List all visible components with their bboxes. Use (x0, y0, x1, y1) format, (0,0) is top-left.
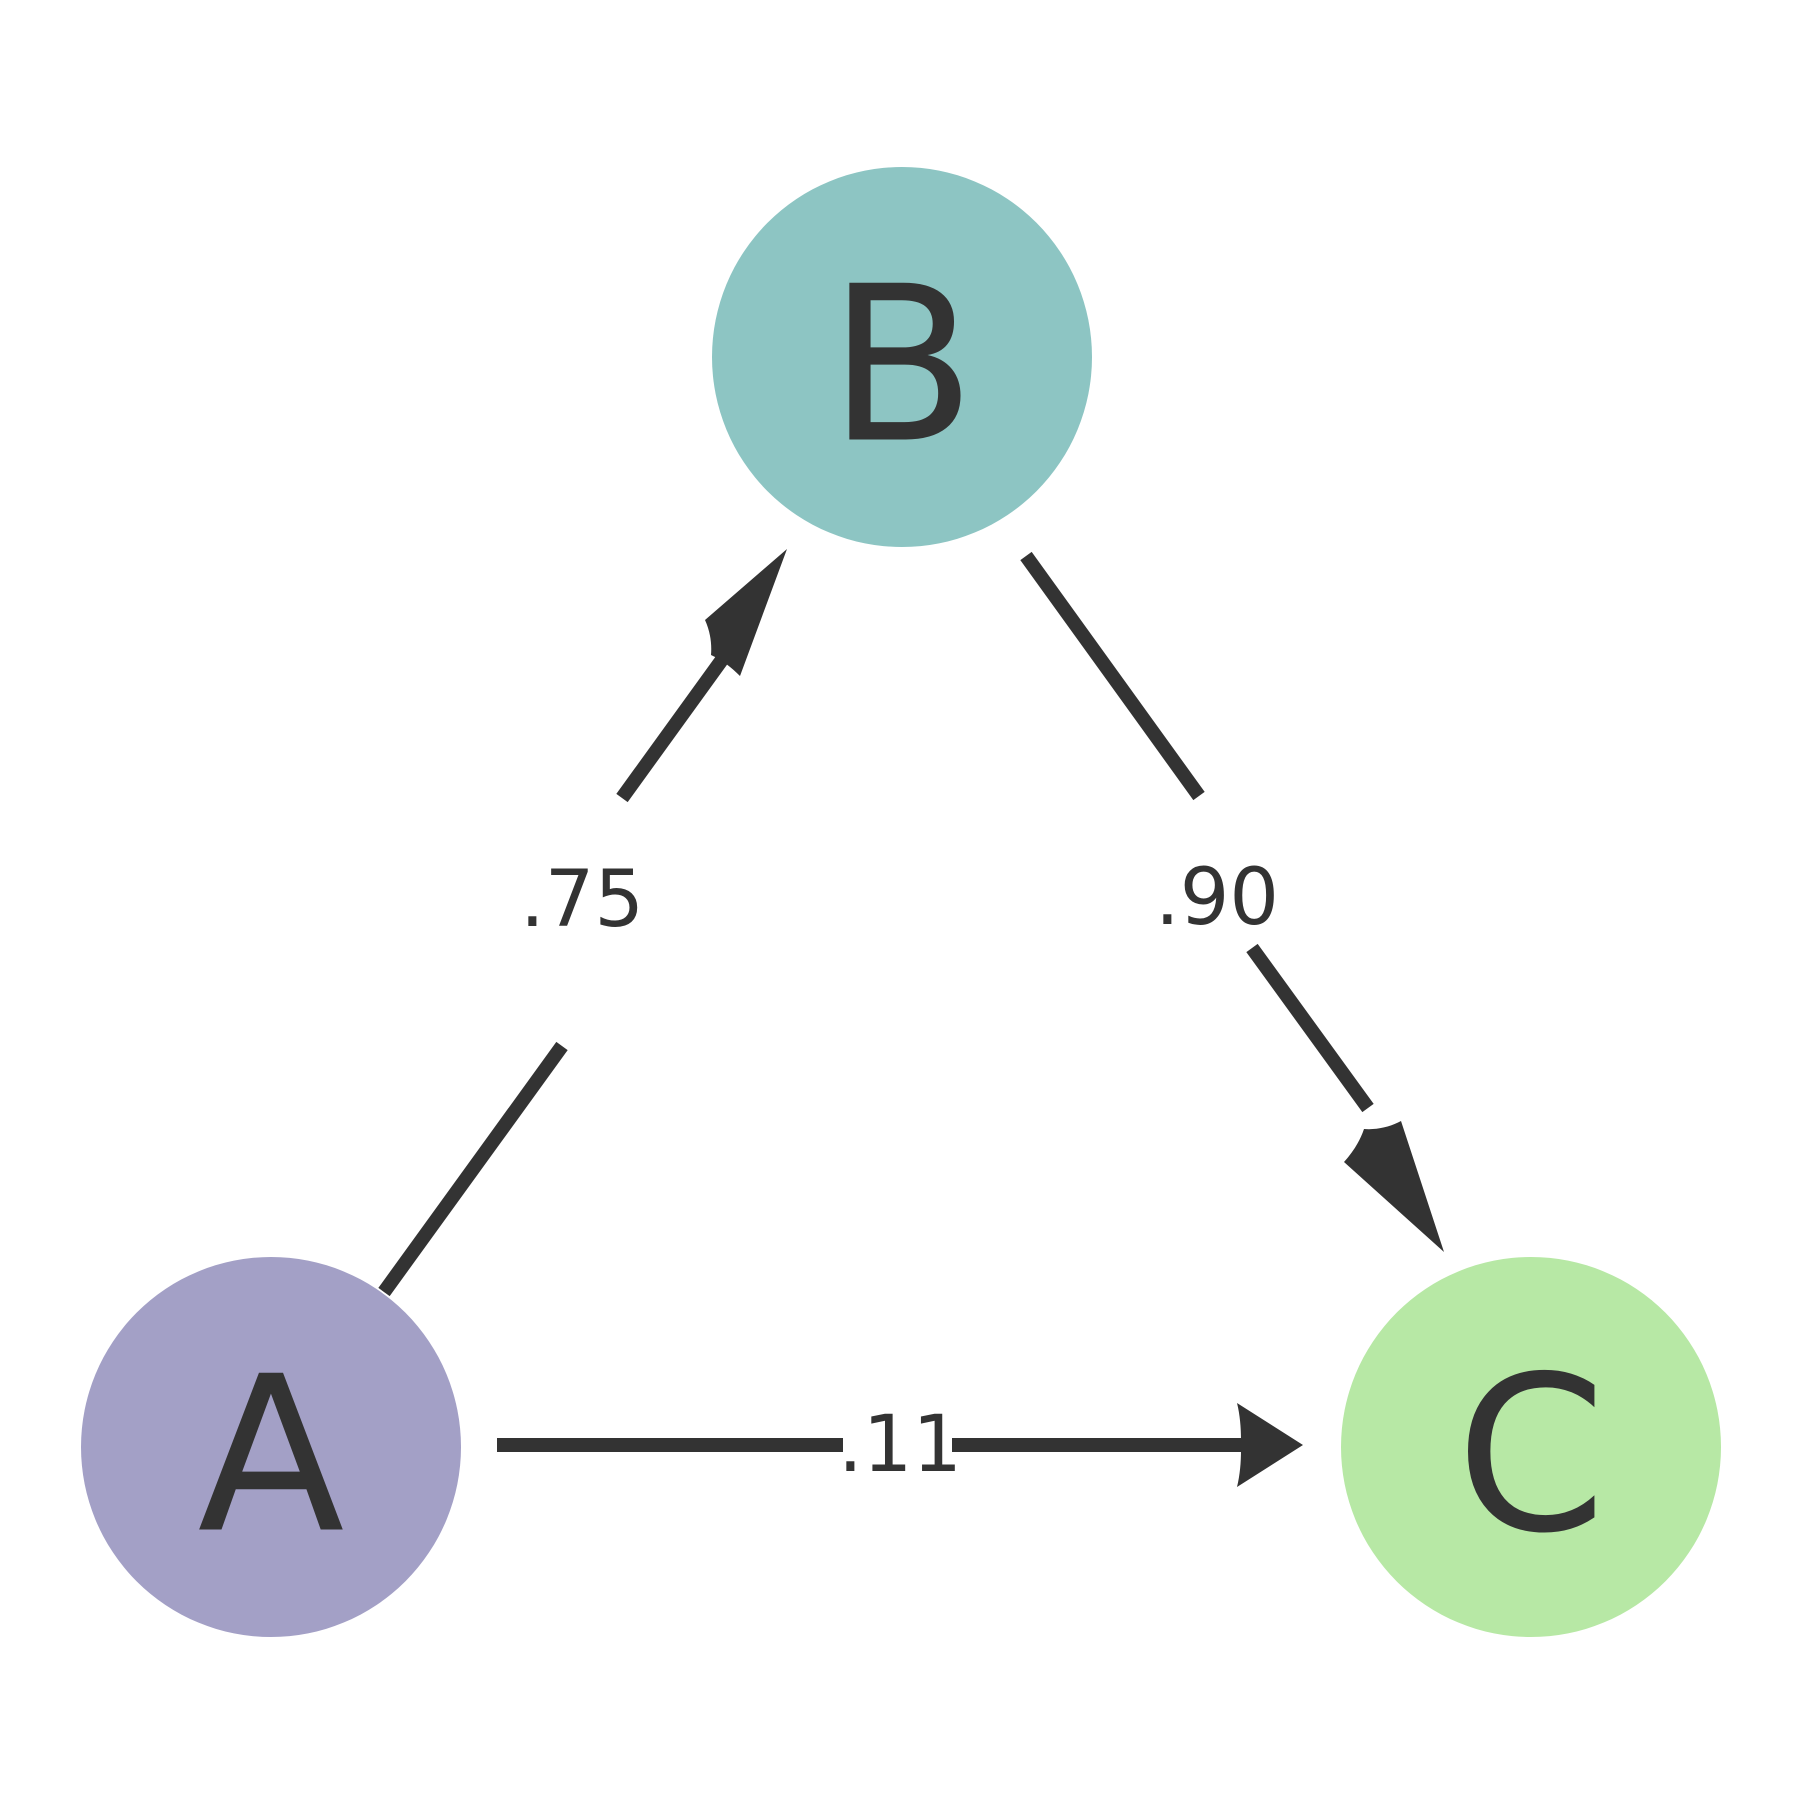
edge-labels-layer: .75 .90 .11 (520, 853, 1279, 1490)
arrowhead-a-to-c (1237, 1403, 1303, 1487)
arrowhead-b-to-c (1344, 1121, 1444, 1252)
node-c-circle[interactable] (1341, 1257, 1721, 1637)
node-b-label: B (828, 240, 976, 491)
edge-a-to-b-segment-lower (378, 1041, 568, 1297)
edges-layer (378, 549, 1444, 1487)
edge-b-to-c-segment-lower (1246, 943, 1374, 1113)
edge-b-to-c[interactable] (1020, 551, 1444, 1252)
edge-a-to-b[interactable] (378, 549, 787, 1297)
node-b-circle[interactable] (712, 167, 1092, 547)
edge-a-to-c[interactable] (497, 1403, 1303, 1487)
node-c[interactable]: C (1341, 1257, 1721, 1637)
edge-b-to-c-segment-upper (1020, 551, 1205, 801)
node-a-circle[interactable] (81, 1257, 461, 1637)
node-a-label: A (197, 1330, 344, 1581)
arrowhead-a-to-b (705, 549, 787, 676)
node-b[interactable]: B (712, 167, 1092, 547)
node-c-label: C (1456, 1330, 1606, 1581)
node-a[interactable]: A (81, 1257, 461, 1637)
edge-label-b-to-c: .90 (1155, 853, 1279, 943)
edge-label-a-to-b: .75 (520, 855, 644, 945)
nodes-layer: A B C (81, 167, 1721, 1637)
edge-label-a-to-c: .11 (838, 1400, 962, 1490)
